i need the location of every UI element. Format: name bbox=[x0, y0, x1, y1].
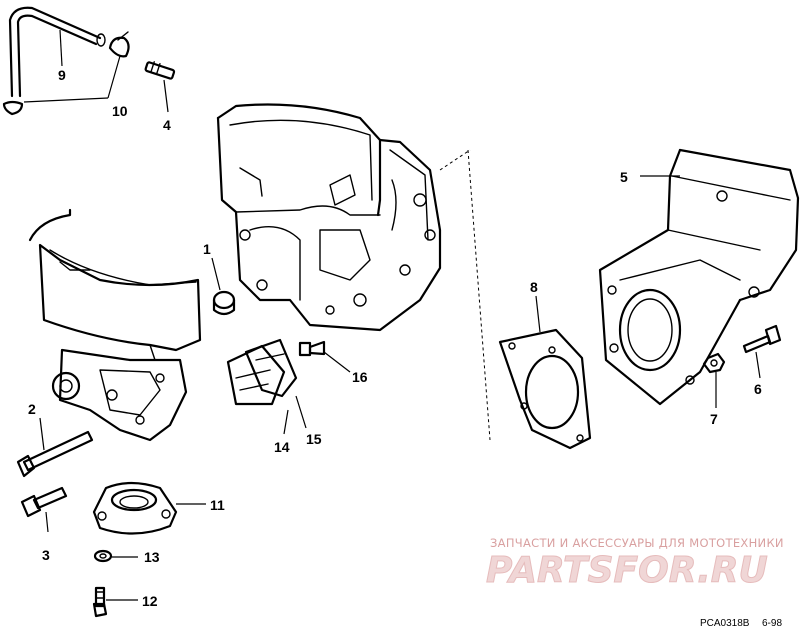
part-6-bolt bbox=[742, 324, 782, 354]
drawing-date: 6-98 bbox=[762, 618, 782, 629]
drawing-code: PCA0318B bbox=[700, 618, 750, 629]
callout-11: 11 bbox=[210, 497, 225, 513]
alignment-line-crankcase bbox=[439, 149, 471, 171]
part-8-gasket bbox=[498, 328, 592, 450]
part-5-exhaust-housing bbox=[598, 148, 800, 406]
lower-housing bbox=[28, 208, 202, 442]
part-9-hose bbox=[8, 6, 106, 98]
crankcase bbox=[216, 103, 442, 332]
part-4-stud bbox=[144, 61, 176, 80]
part-7-nut bbox=[702, 352, 726, 374]
callout-15: 15 bbox=[306, 431, 322, 447]
callout-6: 6 bbox=[754, 381, 762, 397]
part-11-flange bbox=[92, 481, 178, 535]
part-12-bolt bbox=[92, 586, 108, 618]
watermark-logo: PARTSFOR.RU bbox=[486, 550, 768, 591]
watermark-tagline: ЗАПЧАСТИ И АКСЕССУАРЫ ДЛЯ МОТОТЕХНИКИ bbox=[490, 536, 784, 550]
callout-8: 8 bbox=[530, 279, 538, 295]
callout-1: 1 bbox=[203, 241, 211, 257]
part-16-screw bbox=[298, 340, 326, 357]
callout-2: 2 bbox=[28, 401, 36, 417]
alignment-line-gasket bbox=[467, 149, 491, 441]
part-2-bolt bbox=[16, 430, 94, 478]
part-1-bushing bbox=[212, 290, 236, 316]
callout-10: 10 bbox=[112, 103, 128, 119]
leader-lines bbox=[23, 29, 761, 601]
part-13-washer bbox=[93, 549, 113, 563]
part-14-15-reed-plates bbox=[226, 338, 298, 406]
part-10-clamp bbox=[2, 31, 130, 116]
callout-4: 4 bbox=[163, 117, 171, 133]
callout-7: 7 bbox=[710, 411, 718, 427]
callout-14: 14 bbox=[274, 439, 290, 455]
callout-9: 9 bbox=[58, 67, 66, 83]
callout-16: 16 bbox=[352, 369, 368, 385]
callout-5: 5 bbox=[620, 169, 628, 185]
callout-13: 13 bbox=[144, 549, 160, 565]
part-3-bolt bbox=[20, 486, 68, 518]
callout-12: 12 bbox=[142, 593, 158, 609]
callout-3: 3 bbox=[42, 547, 50, 563]
